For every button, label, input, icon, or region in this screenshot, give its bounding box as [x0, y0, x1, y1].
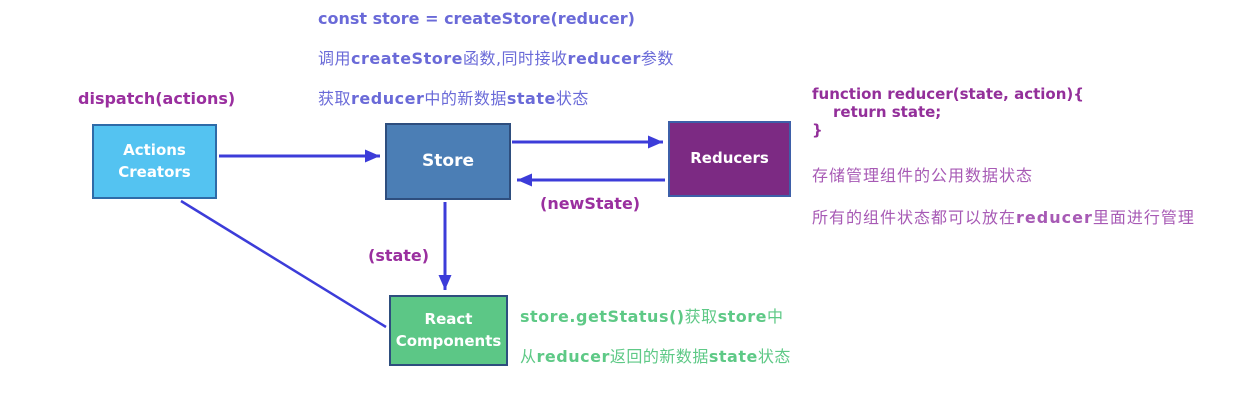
- node-actions-creators: Actions Creators: [92, 124, 217, 199]
- node-label-line: Actions: [123, 140, 186, 159]
- node-label-line: Creators: [118, 162, 191, 181]
- note-reducer-fn-close: }: [812, 121, 823, 139]
- label-newstate: (newState): [540, 194, 641, 213]
- note-store-getstatus: store.getStatus()获取store中: [520, 307, 784, 326]
- node-store: Store: [385, 123, 511, 200]
- node-label: Store: [422, 151, 474, 172]
- label-dispatch-actions: dispatch(actions): [78, 89, 236, 108]
- note-get-new-state: 获取reducer中的新数据state状态: [318, 89, 589, 108]
- note-all-states-in-reducer: 所有的组件状态都可以放在reducer里面进行管理: [812, 208, 1195, 227]
- note-new-state-from-reducer: 从reducer返回的新数据state状态: [520, 347, 791, 366]
- note-call-createstore: 调用createStore函数,同时接收reducer参数: [318, 49, 674, 68]
- note-store-manages-state: 存储管理组件的公用数据状态: [812, 166, 1034, 185]
- node-label-line: Components: [395, 331, 502, 350]
- node-reducers: Reducers: [668, 121, 791, 197]
- node-react-components: React Components: [389, 295, 508, 366]
- node-label-line: React: [424, 309, 473, 328]
- label-state: (state): [368, 246, 430, 265]
- note-reducer-fn-return: return state;: [833, 103, 942, 121]
- note-create-store-code: const store = createStore(reducer): [318, 9, 635, 28]
- line-actions-to-react: [180, 199, 387, 329]
- note-reducer-fn-signature: function reducer(state, action){: [812, 85, 1084, 103]
- node-label: Reducers: [690, 149, 769, 168]
